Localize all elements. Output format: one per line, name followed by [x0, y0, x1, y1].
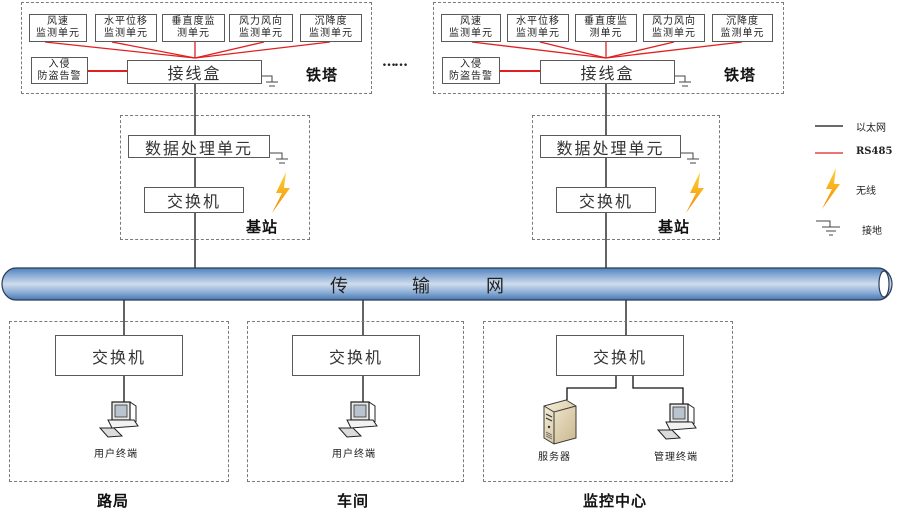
base-station-2-label: 基站 [658, 218, 691, 236]
site-bureau-device-label: 用户终端 [94, 449, 138, 460]
tower-2-rs485-lines [471, 41, 743, 72]
ethernet-lines [123, 84, 684, 404]
site-workshop-label: 车间 [337, 492, 370, 510]
tower-1-junction-box: 接线盒 [127, 60, 262, 84]
base-station-2-switch: 交换机 [556, 187, 656, 213]
site-monitoring-center-server-label: 服务器 [538, 452, 571, 463]
unit-label-line1: 垂直度监 [584, 16, 628, 27]
tower-1-container [21, 2, 372, 94]
base-station-1-switch: 交换机 [144, 187, 244, 213]
wireless-lightning-icon [686, 172, 704, 213]
unit-label-line2: 测单元 [589, 28, 623, 39]
wireless-lightning-icon [822, 168, 840, 209]
tower-1-unit-verticality: 垂直度监 测单元 [162, 14, 225, 42]
unit-label-line1: 沉降度 [314, 16, 348, 27]
legend [815, 125, 843, 236]
server-icon [543, 399, 577, 445]
site-workshop-device-label: 用户终端 [332, 449, 376, 460]
unit-label-line2: 监测单元 [36, 28, 80, 39]
alarm-label-line2: 防盗告警 [449, 70, 493, 82]
unit-label-line2: 监测单元 [720, 28, 765, 39]
unit-label-line2: 监测单元 [104, 28, 148, 39]
more-towers-ellipsis: …… [382, 54, 408, 70]
tower-1-intrusion-alarm: 入侵 防盗告警 [31, 57, 88, 84]
site-monitoring-center-label: 监控中心 [583, 492, 648, 510]
alarm-label-line2: 防盗告警 [37, 70, 82, 82]
site-bureau-switch: 交换机 [55, 335, 183, 376]
tower-1-unit-wind-direction: 风力风向 监测单元 [229, 14, 293, 42]
unit-label-line2: 监测单元 [516, 28, 560, 39]
unit-label-line1: 风力风向 [239, 16, 283, 27]
site-bureau-container [9, 321, 229, 482]
transmission-network-label-char: 传 [330, 276, 348, 297]
base-station-1-data-processing-unit: 数据处理单元 [128, 135, 270, 158]
site-monitoring-center-management-terminal-label: 管理终端 [654, 452, 698, 463]
tower-2-unit-horizontal-displacement: 水平位移 监测单元 [507, 14, 569, 42]
unit-label-line1: 风速 [460, 16, 482, 27]
site-workshop-container [247, 321, 464, 482]
legend-wireless-label: 无线 [856, 186, 876, 197]
alarm-label-line1: 入侵 [48, 58, 71, 70]
transmission-network-label-char: 输 [412, 276, 430, 297]
tower-1-rs485-lines [44, 41, 331, 72]
ground-icon [270, 152, 288, 164]
base-station-2-container [532, 115, 720, 240]
tower-2-unit-wind-speed: 风速 监测单元 [441, 14, 501, 42]
site-monitoring-center-switch: 交换机 [556, 335, 684, 376]
wireless-lightning-icon [272, 172, 290, 213]
unit-label-line1: 风速 [47, 16, 69, 27]
ground-icon [262, 75, 278, 87]
base-station-2-data-processing-unit: 数据处理单元 [540, 135, 681, 158]
tower-1-unit-settlement: 沉降度 监测单元 [300, 14, 362, 42]
legend-ground-label: 接地 [862, 226, 882, 237]
unit-label-line1: 水平位移 [516, 16, 560, 27]
base-station-1-label: 基站 [246, 218, 279, 236]
tower-2-label: 铁塔 [724, 66, 757, 84]
tower-1-unit-horizontal-displacement: 水平位移 监测单元 [95, 14, 157, 42]
pc-icon [98, 401, 139, 438]
ground-icon [681, 152, 699, 164]
pc-icon [337, 401, 378, 438]
transmission-network-pipe [1, 267, 893, 301]
alarm-label-line1: 入侵 [460, 58, 482, 70]
legend-ethernet-label: 以太网 [856, 123, 886, 134]
site-monitoring-center-container [483, 321, 733, 482]
tower-2-unit-wind-direction: 风力风向 监测单元 [643, 14, 705, 42]
legend-rs485-label: RS485 [856, 146, 893, 157]
pc-icon [656, 403, 697, 440]
tower-2-unit-verticality: 垂直度监 测单元 [575, 14, 637, 42]
tower-2-intrusion-alarm: 入侵 防盗告警 [442, 57, 500, 84]
unit-label-line1: 沉降度 [726, 16, 759, 27]
unit-label-line1: 垂直度监 [171, 16, 216, 27]
site-bureau-label: 路局 [97, 492, 130, 510]
base-station-1-container [120, 115, 310, 240]
site-workshop-switch: 交换机 [292, 335, 420, 376]
unit-label-line1: 水平位移 [104, 16, 148, 27]
tower-1-label: 铁塔 [306, 66, 339, 84]
unit-label-line1: 风力风向 [652, 16, 696, 27]
unit-label-line2: 测单元 [177, 28, 210, 39]
tower-2-container [433, 2, 784, 94]
unit-label-line2: 监测单元 [449, 28, 493, 39]
ground-icon [816, 220, 840, 236]
transmission-network-label-char: 网 [486, 276, 504, 297]
unit-label-line2: 监测单元 [309, 28, 353, 39]
unit-label-line2: 监测单元 [652, 28, 696, 39]
tower-1-unit-wind-speed: 风速 监测单元 [29, 14, 87, 42]
tower-2-junction-box: 接线盒 [540, 60, 675, 84]
unit-label-line2: 监测单元 [239, 28, 283, 39]
tower-2-unit-settlement: 沉降度 监测单元 [712, 14, 773, 42]
ground-icon [675, 75, 691, 87]
